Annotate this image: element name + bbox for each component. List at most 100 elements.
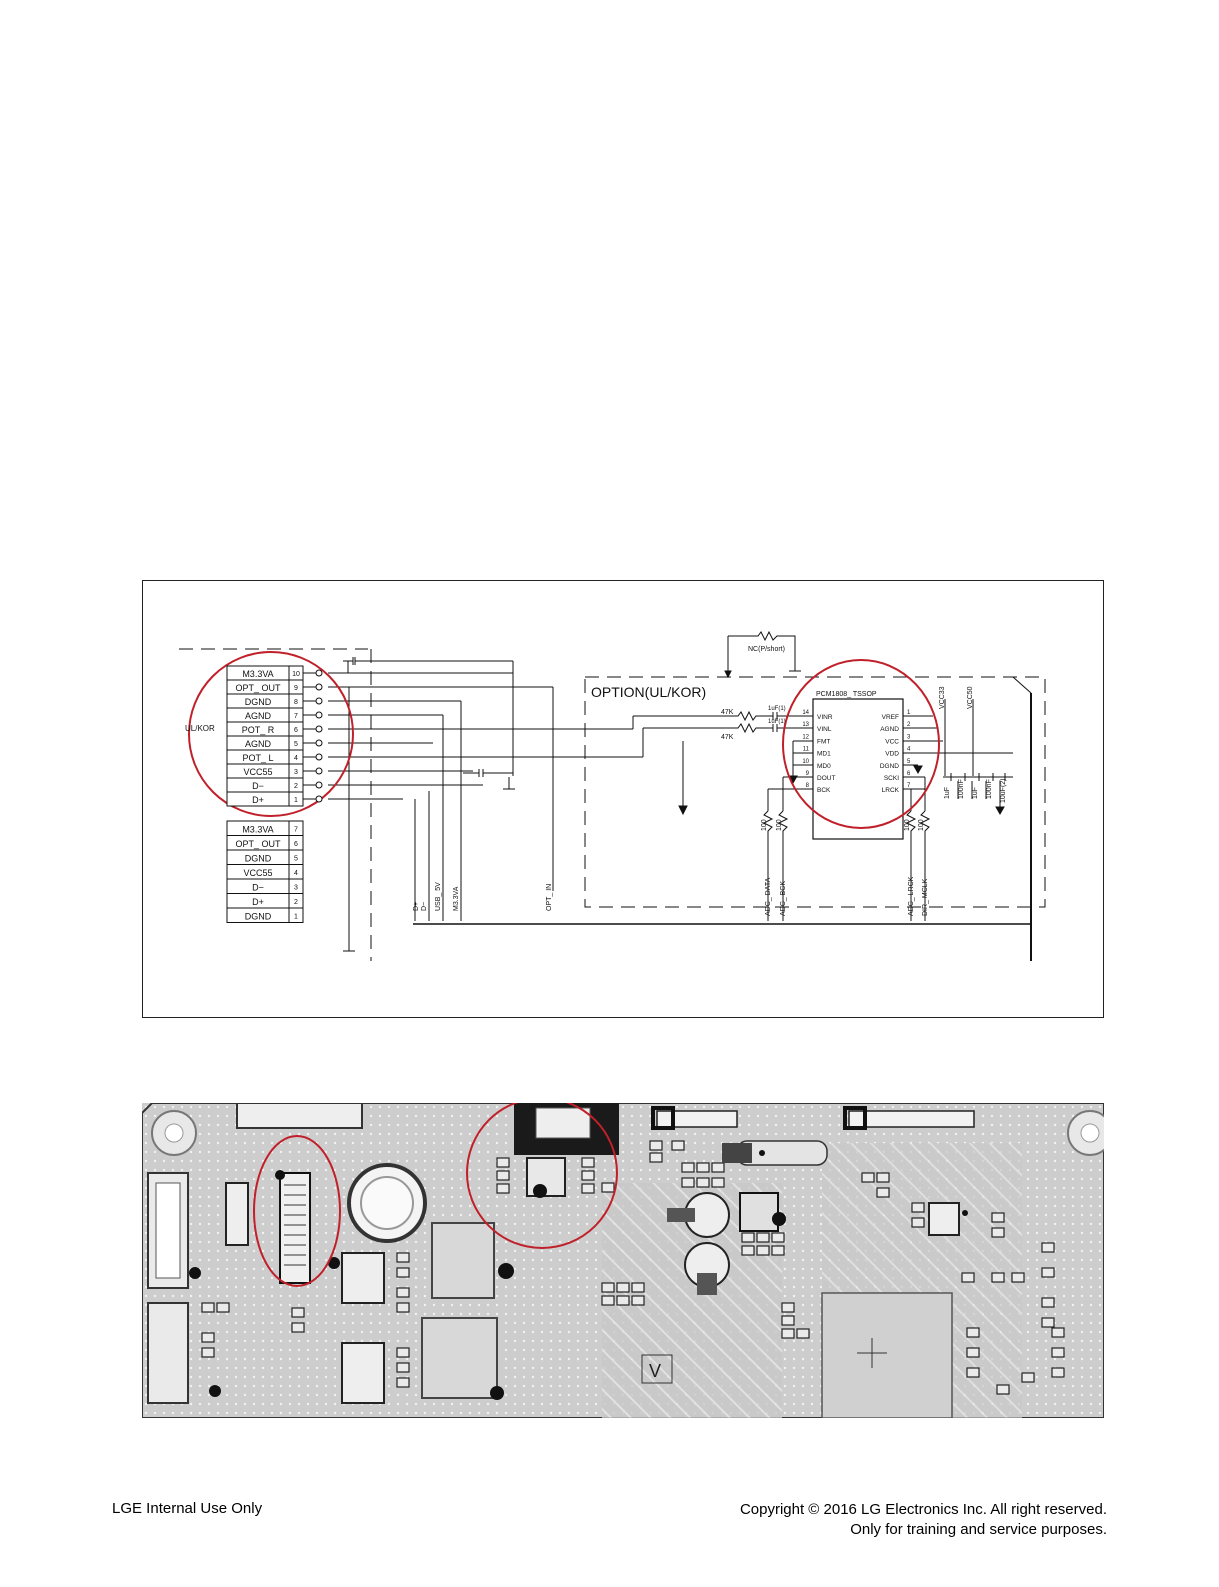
net-label-usb5v: USB_ 5V bbox=[435, 882, 442, 911]
smd-component bbox=[996, 1384, 1010, 1395]
lower-conn-pin: 2 bbox=[294, 899, 298, 906]
smd-component bbox=[876, 1187, 890, 1198]
smd-component bbox=[756, 1245, 770, 1256]
smd-component bbox=[991, 1227, 1005, 1238]
upper-conn-pin: 10 bbox=[292, 671, 300, 678]
ic-name: PCM1808_ TSSOP bbox=[816, 691, 877, 698]
net-label-m33va: M3.3VA bbox=[453, 886, 460, 911]
lower-conn-signal: M3.3VA bbox=[242, 825, 273, 835]
smd-component bbox=[741, 1232, 755, 1243]
smd-component bbox=[741, 1245, 755, 1256]
upper-conn-pin: 5 bbox=[294, 741, 298, 748]
schematic-diagram: UL/KOR OPTION(UL/KOR) NC(P/short) PCM180… bbox=[142, 580, 1104, 1018]
smd-component bbox=[581, 1157, 595, 1168]
lower-conn-pin: 6 bbox=[294, 841, 298, 848]
smd-component bbox=[876, 1172, 890, 1183]
net-label-adc-lrck: ADC_ LRCK bbox=[908, 876, 915, 916]
smd-component bbox=[966, 1327, 980, 1338]
decoupling-cap-4: 100nF bbox=[986, 779, 993, 799]
upper-conn-signal: D− bbox=[252, 781, 264, 791]
smd-component bbox=[1041, 1267, 1055, 1278]
input-resistor-2: 47K bbox=[721, 734, 734, 741]
net-label-adc-bck: ADC_ BCK bbox=[780, 881, 787, 916]
smd-component bbox=[649, 1152, 663, 1163]
smd-component bbox=[396, 1287, 410, 1298]
decoupling-cap-3: 1uF bbox=[972, 787, 979, 799]
connector-pin-dot bbox=[315, 711, 323, 719]
lower-conn-signal: DGND bbox=[245, 912, 272, 922]
smd-component bbox=[911, 1202, 925, 1213]
connector-pin-dot bbox=[315, 725, 323, 733]
connector-pin-dot bbox=[315, 753, 323, 761]
connector-pin-dot bbox=[315, 781, 323, 789]
lower-conn-signal: VCC55 bbox=[243, 868, 272, 878]
ic-left-pin-number: 10 bbox=[802, 759, 809, 765]
net-label-opt-in: OPT_ IN bbox=[546, 884, 553, 911]
decoupling-cap-2: 100nF bbox=[958, 779, 965, 799]
smd-component bbox=[756, 1232, 770, 1243]
smd-component bbox=[796, 1328, 810, 1339]
series-resistor-1: 100 bbox=[761, 819, 768, 831]
ic-right-pin-name: LRCK bbox=[882, 787, 900, 794]
lower-conn-pin: 5 bbox=[294, 856, 298, 863]
smd-component bbox=[291, 1307, 305, 1318]
smd-component bbox=[581, 1170, 595, 1181]
upper-conn-signal: POT_ R bbox=[242, 725, 275, 735]
ic-left-pin-number: 8 bbox=[806, 783, 810, 789]
smd-component bbox=[1021, 1372, 1035, 1383]
ic-right-pin-number: 3 bbox=[907, 734, 911, 740]
lower-conn-signal: D+ bbox=[252, 897, 264, 907]
ic-left-pin-name: DOUT bbox=[817, 775, 835, 782]
connector-pin-dot bbox=[315, 795, 323, 803]
upper-conn-pin: 6 bbox=[294, 727, 298, 734]
smd-component bbox=[1041, 1297, 1055, 1308]
smd-component bbox=[1051, 1327, 1065, 1338]
connector-pin-dot bbox=[315, 683, 323, 691]
ic-left-pin-number: 14 bbox=[802, 710, 809, 716]
connector-pin-dot bbox=[315, 669, 323, 677]
ic-left-pin-number: 12 bbox=[802, 734, 809, 740]
upper-conn-pin: 9 bbox=[294, 685, 298, 692]
net-label-dplus: D+ bbox=[413, 902, 420, 911]
smd-component bbox=[396, 1377, 410, 1388]
ic-left-pin-name: MD0 bbox=[817, 763, 831, 770]
smd-component bbox=[201, 1332, 215, 1343]
smd-component bbox=[966, 1367, 980, 1378]
smd-component bbox=[671, 1140, 685, 1151]
connector-pin-dot bbox=[315, 739, 323, 747]
connector-pin-dot bbox=[315, 767, 323, 775]
smd-component bbox=[496, 1157, 510, 1168]
net-label-adc-data: ADC_ DATA bbox=[765, 877, 772, 916]
upper-conn-signal: OPT_ OUT bbox=[235, 683, 281, 693]
smd-component bbox=[396, 1302, 410, 1313]
ic-left-pin-number: 13 bbox=[802, 722, 809, 728]
ic-right-pin-number: 5 bbox=[907, 759, 911, 765]
smd-component bbox=[711, 1162, 725, 1173]
smd-component bbox=[781, 1315, 795, 1326]
ic-right-pin-name: DGND bbox=[880, 763, 899, 770]
ic-left-pin-name: FMT bbox=[817, 738, 830, 745]
upper-conn-signal: D+ bbox=[252, 795, 264, 805]
series-resistor-3: 100 bbox=[904, 819, 911, 831]
training-notice-line: Only for training and service purposes. bbox=[850, 1521, 1107, 1538]
smd-component bbox=[1051, 1347, 1065, 1358]
decoupling-cap-5: 10uF(2) bbox=[1000, 778, 1007, 803]
ic-right-pin-name: VREF bbox=[882, 714, 899, 721]
smd-component bbox=[631, 1295, 645, 1306]
smd-component bbox=[1051, 1367, 1065, 1378]
connector-pin-dot bbox=[315, 697, 323, 705]
smd-component bbox=[396, 1267, 410, 1278]
ic-left-pin-name: BCK bbox=[817, 787, 831, 794]
lower-conn-signal: D− bbox=[252, 883, 264, 893]
smd-component bbox=[991, 1212, 1005, 1223]
upper-conn-signal: DGND bbox=[245, 697, 272, 707]
smd-component bbox=[601, 1295, 615, 1306]
ic-right-pin-number: 2 bbox=[907, 722, 911, 728]
input-resistor-1: 47K bbox=[721, 709, 734, 716]
smd-component bbox=[961, 1272, 975, 1283]
ic-right-pin-number: 4 bbox=[907, 747, 911, 753]
lower-conn-signal: OPT_ OUT bbox=[235, 839, 281, 849]
decoupling-cap-1: 1uF bbox=[944, 787, 951, 799]
smd-component bbox=[681, 1162, 695, 1173]
ic-left-pin-name: MD1 bbox=[817, 751, 831, 758]
